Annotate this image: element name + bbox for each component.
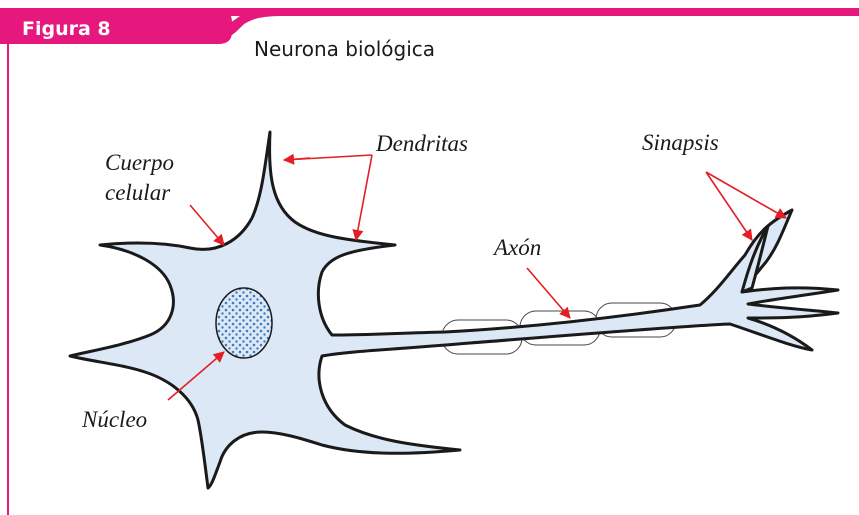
neuron: [70, 132, 838, 488]
figure-title: Neurona biológica: [254, 37, 435, 61]
label-cuerpo-line2: celular: [105, 180, 171, 205]
figure-header: Figura 8 Neurona biológica: [0, 8, 859, 515]
label-dendritas: Dendritas: [375, 131, 468, 156]
label-nucleo: Núcleo: [81, 407, 147, 432]
label-sinapsis: Sinapsis: [642, 130, 719, 155]
arrow-dendritas-2: [356, 155, 372, 240]
arrow-sinapsis-2: [706, 172, 786, 218]
cell-body: [70, 132, 838, 488]
label-cuerpo-line1: Cuerpo: [105, 150, 174, 175]
arrow-sinapsis-1: [706, 172, 752, 240]
arrow-cuerpo: [190, 205, 224, 245]
arrow-dendritas-1: [284, 158, 310, 160]
figure-tag-label: Figura 8: [22, 18, 111, 40]
label-axon: Axón: [492, 235, 541, 260]
nucleus: [216, 288, 272, 358]
